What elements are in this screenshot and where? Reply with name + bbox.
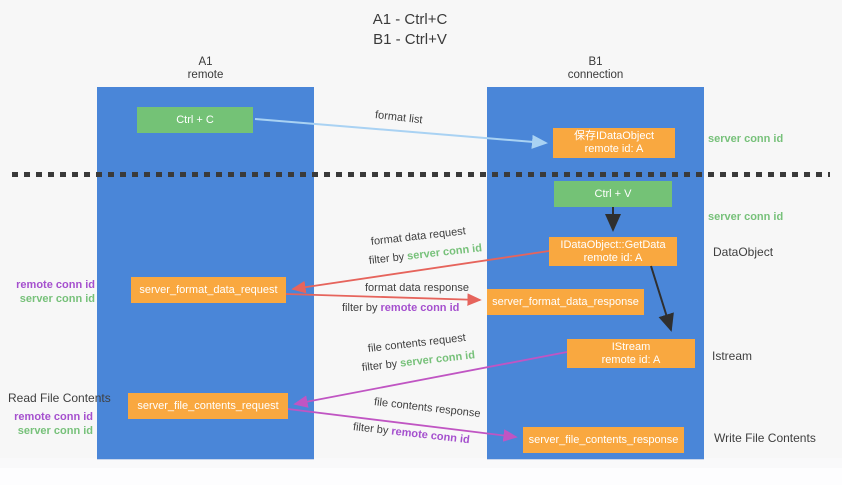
filter-by-text: filter by bbox=[361, 357, 401, 374]
right-column-header: B1 connection bbox=[487, 56, 704, 82]
node-format-request-label: server_format_data_request bbox=[139, 283, 278, 296]
label-read-file-contents: Read File Contents bbox=[8, 391, 111, 405]
left-bottom-conn-ids: remote conn id server conn id bbox=[10, 410, 93, 438]
left-mid-conn-ids: remote conn id server conn id bbox=[10, 278, 95, 306]
label-file-contents-response: file contents response bbox=[373, 396, 482, 421]
label-server-conn-id-top: server conn id bbox=[708, 133, 784, 145]
node-save-dataobject-line1: 保存IDataObject bbox=[573, 130, 655, 142]
label-istream: Istream bbox=[712, 349, 753, 363]
node-ctrl-v-label: Ctrl + V bbox=[594, 187, 632, 200]
remote-conn-id-label: remote conn id bbox=[16, 279, 95, 291]
left-column-name: A1 bbox=[198, 56, 213, 68]
node-idataobject-getdata: IDataObject::GetData remote id: A bbox=[549, 237, 677, 266]
label-format-list: format list bbox=[374, 109, 424, 127]
node-ctrl-c-label: Ctrl + C bbox=[176, 113, 214, 126]
remote-conn-id-text: remote conn id bbox=[390, 425, 471, 447]
node-istream: IStream remote id: A bbox=[567, 339, 695, 368]
label-dataobject: DataObject bbox=[713, 245, 774, 259]
label-write-file-contents: Write File Contents bbox=[714, 431, 816, 445]
left-column-role: remote bbox=[187, 69, 224, 81]
right-column-role: connection bbox=[567, 69, 624, 81]
server-conn-id-text: server conn id bbox=[399, 349, 476, 370]
node-getdata-line2: remote id: A bbox=[583, 251, 643, 264]
title-line-1: A1 - Ctrl+C bbox=[372, 11, 448, 28]
server-conn-id-label: server conn id bbox=[17, 425, 93, 437]
diagram-title: A1 - Ctrl+C B1 - Ctrl+V bbox=[280, 10, 540, 50]
node-save-dataobject: 保存IDataObject remote id: A bbox=[553, 128, 675, 158]
node-ctrl-c: Ctrl + C bbox=[137, 107, 253, 133]
filter-by-text: filter by bbox=[352, 421, 393, 438]
title-line-2: B1 - Ctrl+V bbox=[373, 31, 447, 48]
server-conn-id-text: server conn id bbox=[406, 242, 483, 263]
node-getdata-line1: IDataObject::GetData bbox=[560, 238, 666, 251]
node-server-file-contents-request: server_file_contents_request bbox=[128, 393, 288, 419]
label-server-conn-id-mid: server conn id bbox=[708, 211, 784, 223]
left-column-header: A1 remote bbox=[97, 56, 314, 82]
label-format-data-response: format data response bbox=[365, 282, 469, 294]
label-filter-by-remote-2: filter by remote conn id bbox=[342, 302, 459, 315]
node-server-file-contents-response: server_file_contents_response bbox=[523, 427, 684, 453]
node-save-dataobject-line2: remote id: A bbox=[584, 143, 644, 155]
dotted-separator bbox=[12, 172, 830, 177]
right-column-name: B1 bbox=[588, 56, 603, 68]
node-server-format-data-response: server_format_data_response bbox=[487, 289, 644, 315]
node-file-response-label: server_file_contents_response bbox=[528, 433, 679, 446]
node-server-format-data-request: server_format_data_request bbox=[131, 277, 286, 303]
node-istream-line1: IStream bbox=[611, 340, 651, 353]
node-ctrl-v: Ctrl + V bbox=[554, 181, 672, 207]
filter-by-text: filter by bbox=[368, 250, 408, 267]
node-file-request-label: server_file_contents_request bbox=[137, 399, 279, 412]
node-istream-line2: remote id: A bbox=[601, 353, 661, 366]
node-format-response-label: server_format_data_response bbox=[492, 295, 639, 308]
filter-by-text: filter by bbox=[342, 302, 381, 314]
server-conn-id-label: server conn id bbox=[19, 293, 95, 305]
label-filter-by-remote-4: filter by remote conn id bbox=[352, 421, 470, 447]
remote-conn-id-text: remote conn id bbox=[380, 302, 460, 314]
remote-conn-id-label: remote conn id bbox=[14, 411, 93, 423]
